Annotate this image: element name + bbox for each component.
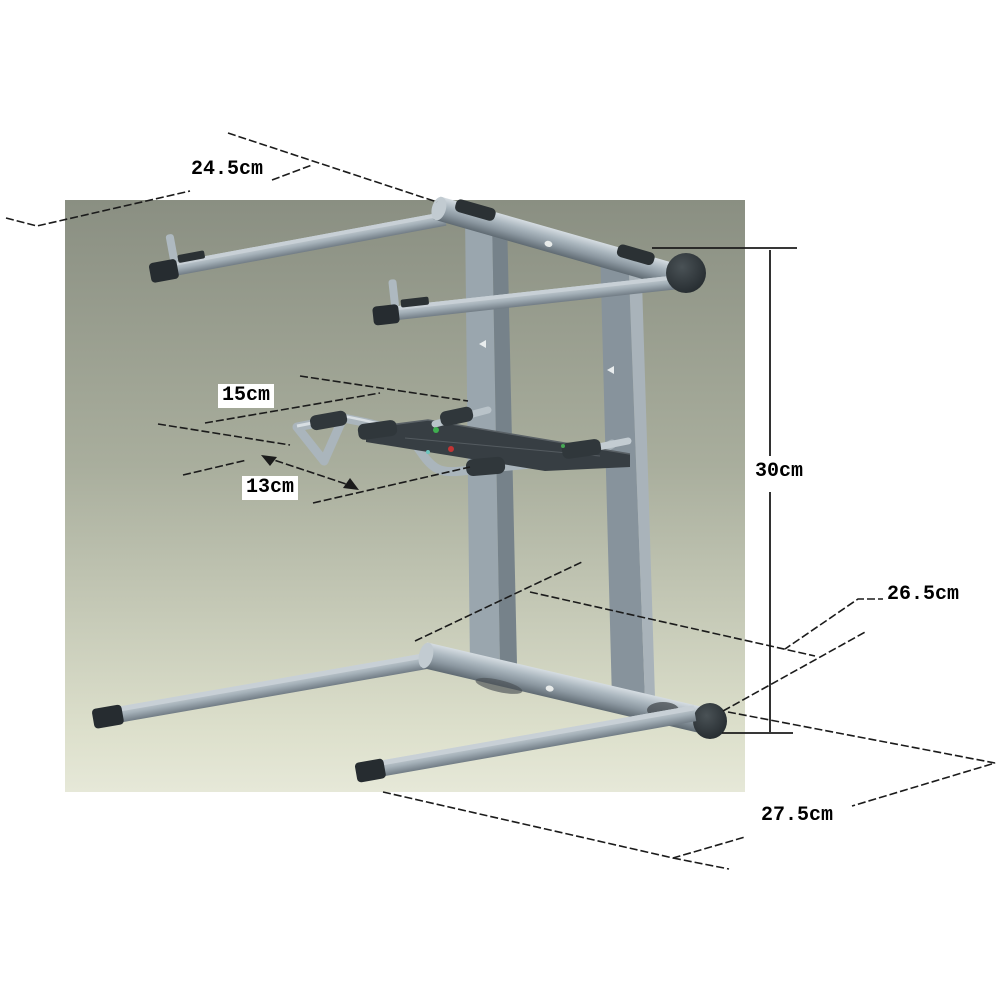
dimension-label-tray-depth: 13cm [242, 476, 299, 500]
top-near-arm [372, 274, 681, 326]
crossbar-end-cap [666, 253, 706, 293]
laptop-stop-peg [388, 279, 399, 308]
dim-15-lines [157, 375, 469, 446]
dimension-label-top-arm: 24.5cm [187, 158, 268, 182]
arm-end-cap [148, 259, 179, 283]
rubber-pad [455, 199, 496, 221]
dim-26-5-lines [414, 561, 886, 712]
dim-13-lines [182, 456, 471, 504]
rubber-pad [400, 296, 429, 308]
dim-27-5-lines [382, 711, 996, 870]
leg-end-cap [92, 704, 124, 729]
near-leg [354, 705, 697, 783]
right-column [600, 245, 655, 700]
dimension-lines [5, 132, 996, 870]
green-dot [433, 427, 439, 433]
dimension-label-tray-width: 15cm [218, 384, 275, 408]
dimension-label-base-leg: 27.5cm [757, 804, 838, 828]
column-hole [479, 340, 486, 348]
red-dot [448, 446, 454, 452]
dim-13-arrowheads [261, 455, 359, 490]
tray-foam-pads [310, 406, 602, 477]
crossbar-left-end [431, 196, 447, 221]
far-leg [92, 652, 432, 729]
leg-end-cap [354, 758, 386, 783]
top-crossbar [431, 196, 691, 291]
dimension-label-height: 30cm [751, 460, 808, 484]
top-far-arm [148, 211, 447, 283]
foot-shadow [475, 677, 523, 694]
arm-end-cap [372, 304, 400, 326]
crossbar-hole [545, 685, 554, 692]
rubber-pad [616, 244, 655, 266]
bottom-crossbar [418, 642, 712, 735]
green-dot [561, 444, 565, 448]
cyan-dot [426, 450, 430, 454]
crossbar-hole [544, 240, 553, 247]
bottom-crossbar-end-cap [693, 703, 727, 739]
column-hole [607, 366, 614, 374]
dim-24-5-lines [5, 132, 438, 227]
dimension-label-base-width: 26.5cm [883, 583, 964, 607]
tray-plate [366, 420, 630, 471]
rubber-pad [177, 250, 205, 263]
laptop-stop-peg [165, 234, 179, 264]
tray-rear-tube [594, 437, 632, 451]
laptop-tray-bracket [292, 406, 632, 477]
dim-30-lines [652, 247, 797, 734]
